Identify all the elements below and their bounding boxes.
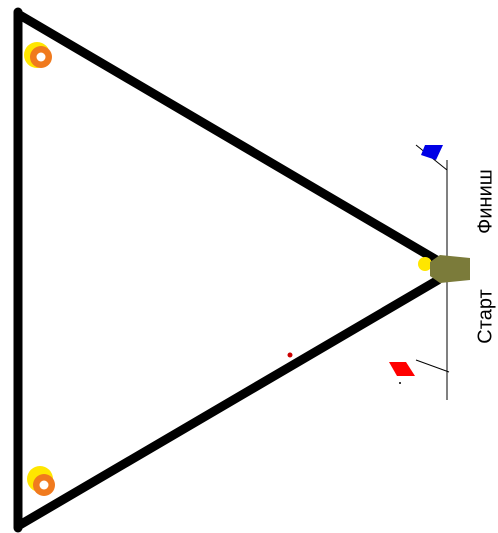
blue-flag-icon <box>415 144 448 171</box>
start-label: Старт <box>474 289 497 344</box>
buoy-icon <box>27 466 55 496</box>
course-leg-upper <box>13 9 445 267</box>
boat-icon <box>418 255 470 283</box>
red-flag-icon <box>389 359 450 376</box>
buoy-icon <box>24 42 52 68</box>
course-triangle <box>13 7 445 533</box>
finish-label: Финиш <box>474 169 497 234</box>
stray-dot <box>399 382 401 384</box>
course-leg-lower <box>13 275 443 531</box>
course-marker <box>287 352 293 358</box>
